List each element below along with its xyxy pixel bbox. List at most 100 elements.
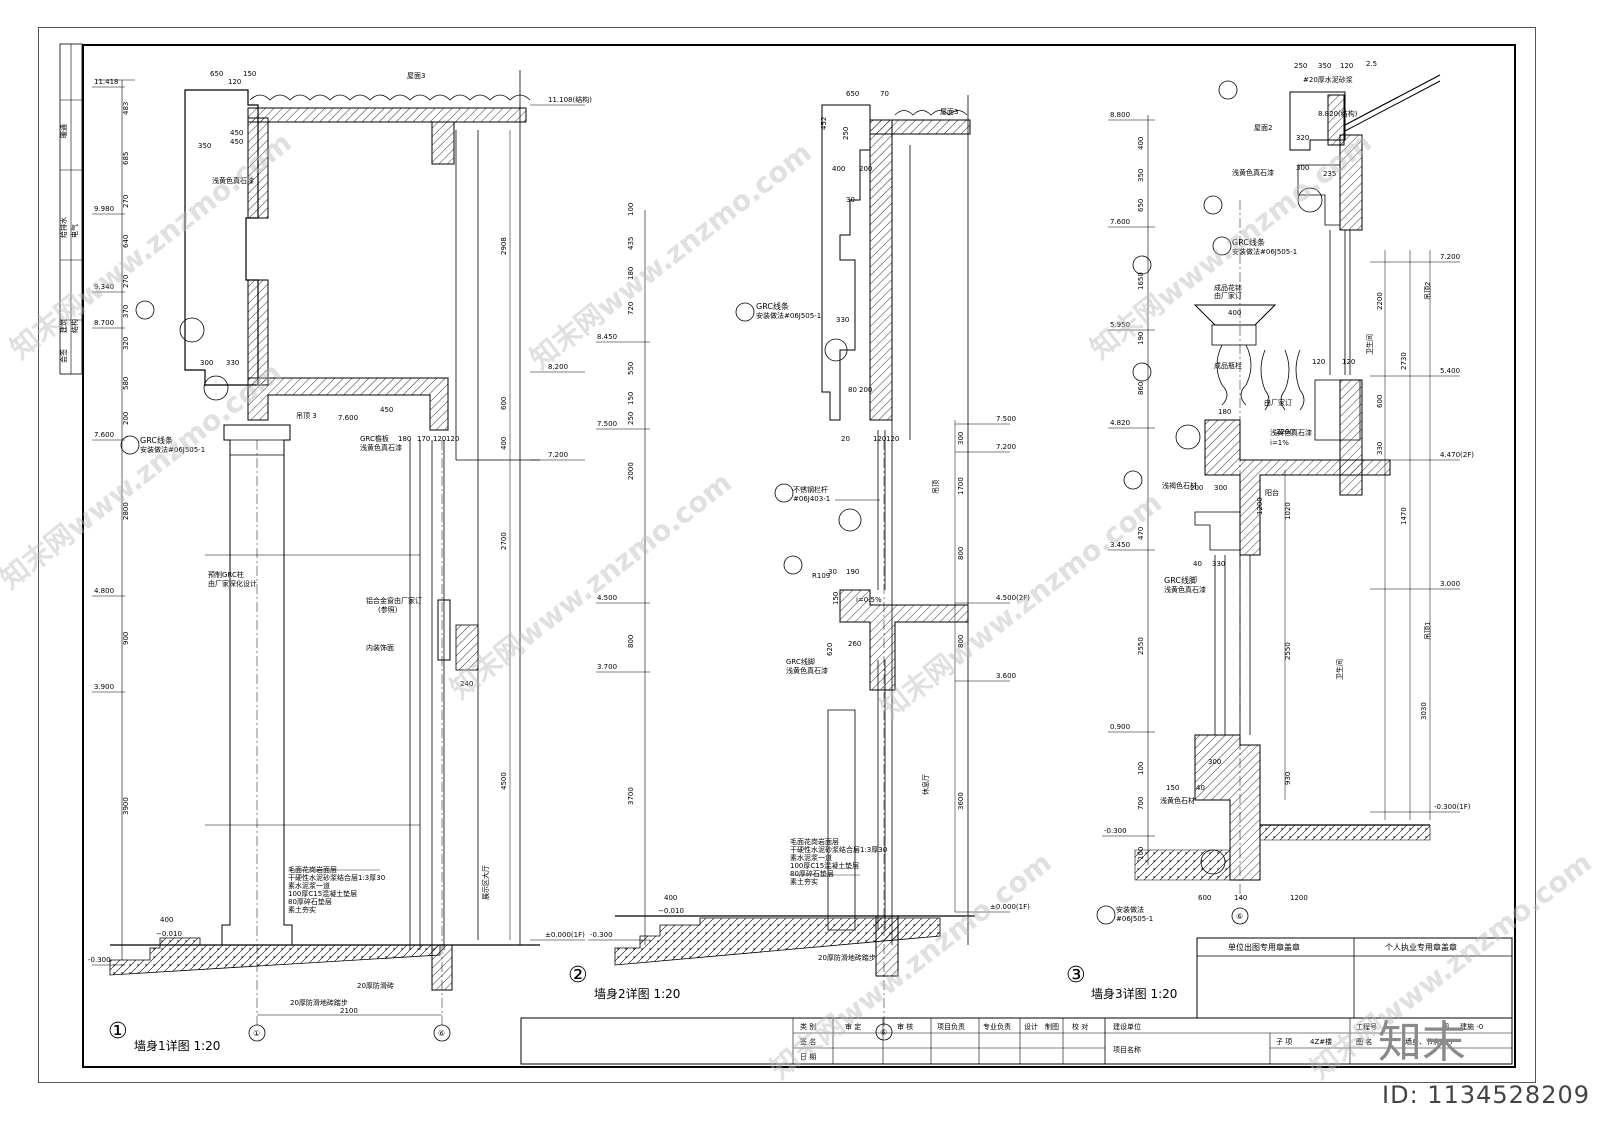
elev-3-4: 3.450 [1110, 541, 1130, 549]
vdim-1-2: 270 [122, 195, 130, 208]
rdim-1-2: 400 [500, 437, 508, 450]
note-2-17: 20厚防滑地砖踏步 [818, 953, 876, 962]
vdim-1-1: 685 [122, 152, 130, 165]
note-1-13: 干硬性水泥砂浆结合层1:3厚30 [288, 873, 385, 882]
tb-role-check: 校 对 [1072, 1022, 1088, 1031]
vdim-2-6: 250 [627, 412, 635, 425]
tb-role-pm: 项目负责 [937, 1022, 965, 1031]
tb-drawing-name-label: 图 名 [1356, 1037, 1372, 1046]
note-1-7: 内装饰面 [366, 643, 394, 652]
note-3-12: 卫生间 [1365, 334, 1374, 355]
sdim-1-2: 450 [230, 129, 243, 137]
sdim-3-18: 1200 [1256, 497, 1264, 515]
rdim-2-4: 3600 [957, 792, 965, 810]
note-2-11: 毛面花岗岩面层 [790, 837, 839, 846]
sdim-2-17: −0.010 [658, 907, 684, 915]
relev-2-0: 7.500 [996, 415, 1016, 423]
elev-2-1: 7.500 [597, 420, 617, 428]
sdim-3-11: 200 [1190, 484, 1203, 492]
rdim-3-0: 2200 [1376, 292, 1384, 310]
note-2-6: 浅黄色真石漆 [786, 666, 828, 675]
relev-1-3: ±0.000(1F) [545, 931, 585, 939]
sdim-1-10: 120 [446, 435, 459, 443]
relev-3-1: 5.400 [1440, 367, 1460, 375]
sdim-1-3: 300 [200, 359, 213, 367]
note-3-8: 由厂家订 [1264, 398, 1292, 407]
axis-1-1: ⑥ [438, 1029, 445, 1038]
image-id: ID: 1134528209 [1382, 1081, 1590, 1109]
drawing-1-labels: 11.418 9.980 9.340 8.700 7.600 4.800 3.9… [88, 70, 592, 1053]
note-1-5: 铝合金窗由厂家订 [366, 596, 422, 605]
sdim-3-16: 40 [1196, 784, 1205, 792]
relev-2-1: 7.200 [996, 443, 1016, 451]
vdim-3-0: 400 [1137, 137, 1145, 150]
page-border [38, 27, 1536, 1083]
elev-3-0: 8.800 [1110, 111, 1130, 119]
rdim-3-3: 330 [1376, 442, 1384, 455]
tb-role-review: 审 核 [897, 1022, 913, 1031]
tb-sub-item-label: 子 项 [1276, 1038, 1292, 1046]
vdim-2-2: 180 [627, 267, 635, 280]
rdim-3-7: 3030 [1420, 702, 1428, 720]
sdim-1-12: 400 [160, 916, 173, 924]
axis-3-0: ⑥ [1236, 912, 1243, 921]
vdim-3-8: 100 [1137, 762, 1145, 775]
rdim-2-1: 1700 [957, 477, 965, 495]
sdim-1-11: 240 [460, 680, 473, 688]
note-1-17: 素土夯实 [288, 905, 316, 914]
tb-role-discipline: 专业负责 [983, 1022, 1011, 1031]
topdim-3-0: 250 [1294, 62, 1307, 70]
note-3-0: #20厚水泥砂浆 [1303, 75, 1353, 84]
tb-row-category: 类 别 [800, 1022, 816, 1031]
sdim-3-10: 330 [1212, 560, 1225, 568]
sdim-2-4: 30 [846, 196, 855, 204]
side-strip [59, 43, 83, 375]
note-1-1: GRC线条 [140, 435, 173, 445]
note-3-11: 浅黄色真石漆 [1164, 585, 1206, 594]
note-2-10: 休息厅 [921, 774, 930, 795]
rdim-1-4: 4500 [500, 772, 508, 790]
elev-3-5: 0.900 [1110, 723, 1130, 731]
sdim-2-6: 200 [859, 386, 872, 394]
vdim-3-3: 1650 [1137, 272, 1145, 290]
rdim-2-0: 300 [957, 432, 965, 445]
rdim-2-2: 800 [957, 547, 965, 560]
topdim-1-2: 150 [243, 70, 256, 78]
note-1-11: 浅黄色真石漆 [360, 443, 402, 452]
elev-2-4: -0.300 [590, 931, 613, 939]
vdim-1-4: 270 [122, 275, 130, 288]
elev-1-0: 11.418 [94, 78, 119, 86]
sdim-2-15: 260 [848, 640, 861, 648]
note-3-15: 卫生间 [1335, 659, 1344, 680]
drawing-3-number: ③ [1066, 963, 1086, 988]
relev-2-2: 4.500(2F) [996, 594, 1030, 602]
vdim-1-0: 483 [122, 102, 130, 115]
brand-logo: 知末 [1378, 1017, 1466, 1068]
note-2-0: 屋面3 [940, 108, 958, 116]
note-1-15: 100厚C15混凝土垫层 [288, 889, 357, 898]
rdim-3-1: 2730 [1400, 352, 1408, 370]
note-3-10: GRC线脚 [1164, 575, 1197, 585]
note-3-16: 浅褐色石材 [1162, 481, 1197, 490]
sdim-3-7: 2200 [1276, 428, 1294, 436]
sdim-3-6: 180 [1218, 408, 1231, 416]
note-1-9: 吊顶 3 [296, 412, 317, 420]
topdim-2-1: 70 [880, 90, 889, 98]
sdim-2-14: 620 [826, 643, 834, 656]
vdim-3-9: 700 [1137, 797, 1145, 810]
sdim-2-13: 150 [832, 592, 840, 605]
note-3-2: 浅黄色真石漆 [1232, 168, 1274, 177]
note-1-12: 毛面花岗岩面层 [288, 865, 337, 874]
rdim-1-1: 600 [500, 397, 508, 410]
note-1-20: 浅黄色真石漆 [212, 176, 254, 185]
note-1-6: (参照) [378, 605, 398, 614]
vdim-2-8: 800 [627, 635, 635, 648]
elev-1-3: 8.700 [94, 319, 114, 327]
rdim-3-8: 930 [1284, 772, 1292, 785]
note-3-1: 屋面2 [1254, 124, 1272, 132]
elev-1-2: 9.340 [94, 283, 114, 291]
note-2-16: 素土夯实 [790, 877, 818, 886]
vdim-2-9: 3700 [627, 787, 635, 805]
tb-drawing-no: 建施 -0 [1460, 1022, 1483, 1031]
elev-1-5: 4.800 [94, 587, 114, 595]
